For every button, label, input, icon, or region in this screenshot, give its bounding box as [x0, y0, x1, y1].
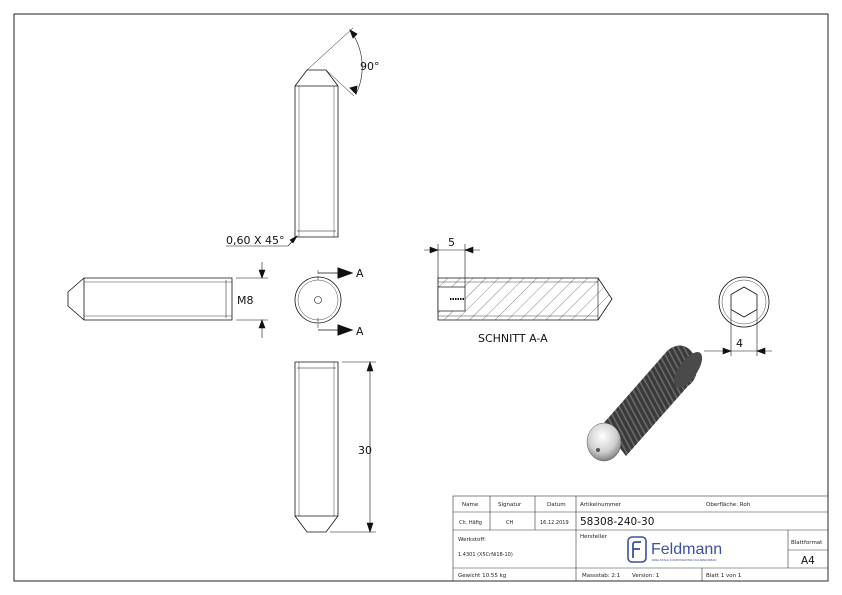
brand-subtitle: EDELSTAHL KOMPONENTEN SCHWEISSBAR: [652, 558, 717, 562]
brand-name: Feldmann: [651, 541, 722, 558]
left-view: [67, 277, 233, 321]
tb-header-name: Name: [462, 502, 479, 508]
chamfer-dimension: 0,60 X 45°: [226, 234, 285, 247]
tb-value-material: 1.4301 (X5CrNi18-10): [458, 552, 513, 558]
tb-header-signature: Signatur: [498, 502, 522, 508]
top-view: [294, 27, 363, 238]
end-view: [294, 267, 354, 336]
socket-dimension-lines: [704, 310, 772, 356]
chamfer-leader: [226, 235, 298, 247]
tb-value-name: Ch. Häfig: [459, 520, 482, 526]
depth-dimension: 5: [448, 236, 455, 249]
title-block: [452, 495, 829, 582]
socket-dimension: 4: [736, 337, 743, 350]
tb-value-format: A4: [801, 555, 815, 567]
socket-view: [718, 276, 770, 328]
thread-dimension: M8: [237, 294, 254, 307]
tb-header-article: Artikelnummer: [580, 502, 622, 508]
tb-header-surface: Oberfläche: Roh: [706, 502, 751, 508]
tb-header-material: Werkstoff:: [458, 537, 486, 543]
section-caption: SCHNITT A-A: [478, 332, 548, 345]
isometric-view: [586, 345, 703, 462]
section-view: [437, 277, 613, 321]
tb-header-format: Blattformat: [791, 540, 823, 546]
section-marker-top: A: [356, 267, 364, 280]
tb-header-date: Datum: [547, 502, 566, 508]
feldmann-logo: Feldmann EDELSTAHL KOMPONENTEN SCHWEISSB…: [627, 536, 722, 563]
length-dimension-lines: [330, 361, 376, 533]
tb-value-signature: CH: [506, 520, 513, 526]
depth-dimension-lines: [424, 244, 480, 287]
section-marker-bottom: A: [356, 325, 364, 338]
tb-value-article: 58308-240-30: [580, 516, 654, 528]
tb-header-maker: Hersteller: [580, 534, 608, 540]
tb-scale: Massstab: 2:1: [582, 573, 620, 579]
bottom-view: [294, 361, 339, 533]
tb-sheet: Blatt 1 von 1: [706, 573, 741, 579]
tb-version: Version: 1: [632, 573, 659, 579]
tb-weight: Gewicht 10.55 kg: [458, 573, 506, 579]
length-dimension: 30: [358, 444, 372, 457]
sheet-border: [13, 13, 829, 582]
angle-dimension: 90°: [360, 60, 380, 73]
thread-dimension-lines: [236, 262, 268, 338]
tb-value-date: 16.12.2019: [540, 520, 569, 526]
